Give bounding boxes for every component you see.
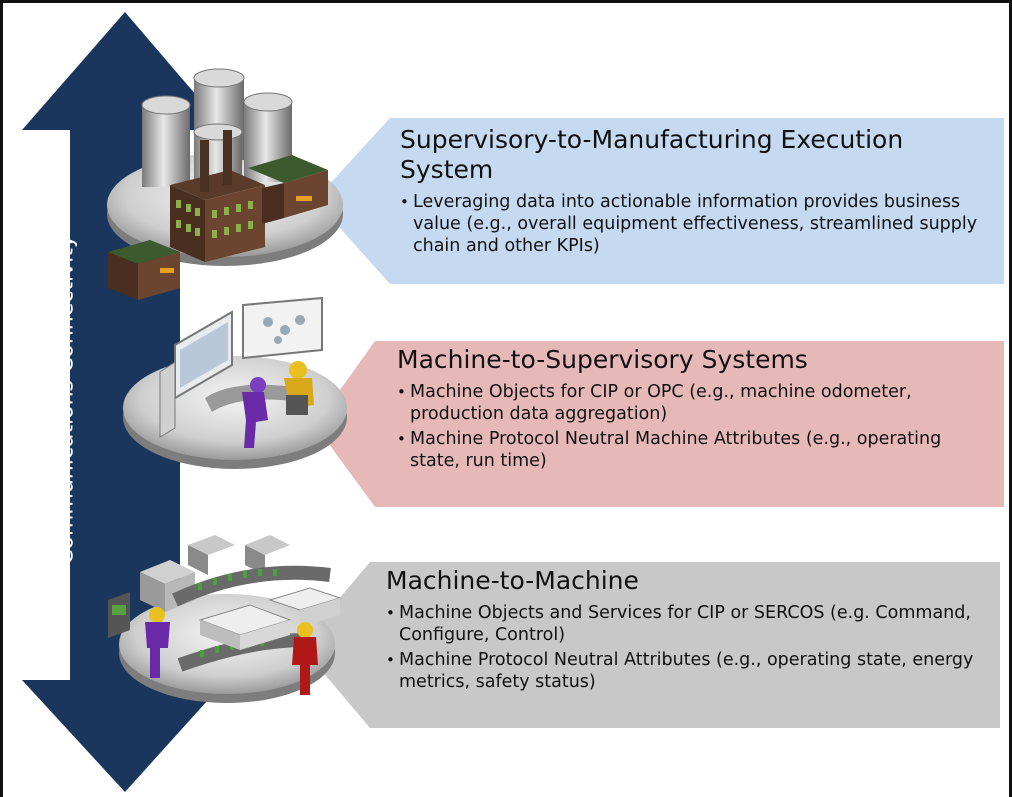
- bullet-list: Leveraging data into actionable informat…: [400, 191, 990, 257]
- bullet-list: Machine Objects for CIP or OPC (e.g., ma…: [397, 381, 987, 472]
- bullet-item: Leveraging data into actionable informat…: [400, 191, 990, 257]
- tier-machine-supervisory: Machine-to-Supervisory Systems Machine O…: [397, 345, 987, 475]
- control-room-icon: [123, 296, 347, 469]
- bullet-item: Machine Protocol Neutral Attributes (e.g…: [386, 649, 986, 693]
- production-line-icon: [108, 535, 342, 703]
- bullet-item: Machine Objects for CIP or OPC (e.g., ma…: [397, 381, 987, 425]
- tier-title: Machine-to-Supervisory Systems: [397, 345, 808, 374]
- tier-title: Supervisory-to-Manufacturing Execution S…: [400, 125, 904, 184]
- connectivity-label: Communications Connectivity: [53, 235, 79, 565]
- bullet-item: Machine Protocol Neutral Machine Attribu…: [397, 428, 987, 472]
- factory-icon: [107, 68, 343, 300]
- tier-title: Machine-to-Machine: [386, 566, 639, 595]
- tier-machine-machine: Machine-to-Machine Machine Objects and S…: [386, 566, 986, 696]
- tier-supervisory-mes: Supervisory-to-Manufacturing Execution S…: [400, 125, 990, 260]
- bullet-list: Machine Objects and Services for CIP or …: [386, 602, 986, 693]
- bullet-item: Machine Objects and Services for CIP or …: [386, 602, 986, 646]
